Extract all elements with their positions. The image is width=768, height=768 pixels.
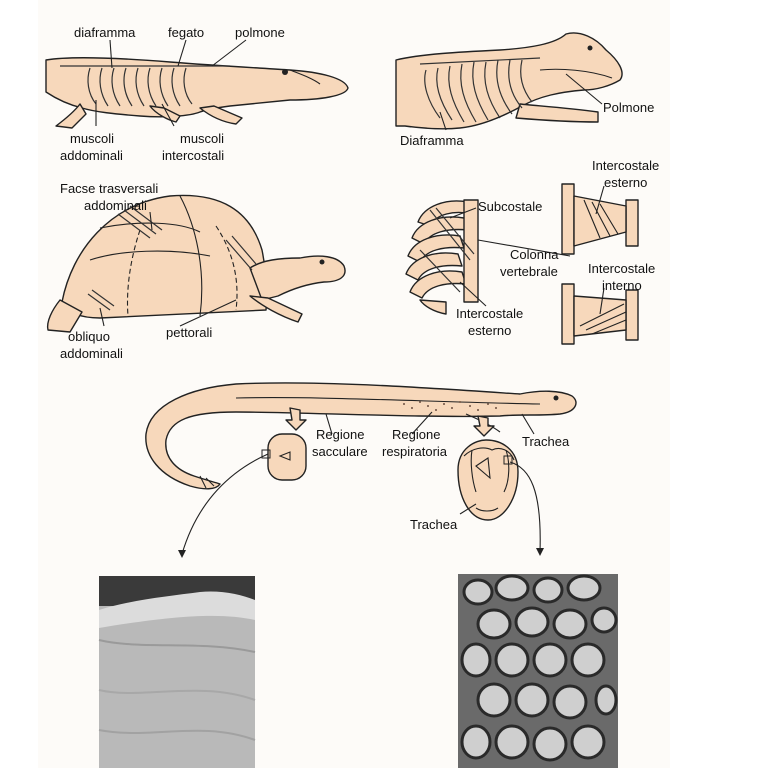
label-diaframma: diaframma [74,25,136,40]
micrograph-saccular [98,576,256,768]
label-regione-respiratoria-1: Regione [392,427,440,442]
label-intercostale-esterno-top-2: esterno [604,175,647,190]
label-obliquo-1: obliquo [68,329,110,344]
ribcage-leader-lines [449,185,605,315]
crocodile-illustration [45,57,349,129]
label-muscoli-addominali-2: addominali [60,148,123,163]
label-intercostale-esterno-bottom-1: Intercostale [456,306,523,321]
micrograph-respiratory [458,574,618,768]
label-obliquo-2: addominali [60,346,123,361]
label-muscoli-intercostali-2: intercostali [162,148,224,163]
label-colonna-1: Colonna [510,247,559,262]
label-intercostale-esterno-top-1: Intercostale [592,158,659,173]
label-pettorali: pettorali [166,325,212,340]
label-regione-sacculare-1: Regione [316,427,364,442]
label-facse-trasversali-1: Facse trasversali [60,181,158,196]
crocodile-leader-lines [95,39,247,127]
label-regione-respiratoria-2: respiratoria [382,444,448,459]
label-colonna-2: vertebrale [500,264,558,279]
label-diaframma-mammal: Diaframma [400,133,464,148]
zoom-marker-left [261,449,271,459]
arrowhead-right [536,548,544,556]
label-trachea-bottom: Trachea [410,517,458,532]
label-polmone-mammal: Polmone [603,100,654,115]
label-muscoli-addominali-1: muscoli [70,131,114,146]
label-muscoli-intercostali-1: muscoli [180,131,224,146]
turtle-illustration [46,194,346,333]
label-intercostale-interno-2: interno [602,278,642,293]
label-facse-trasversali-2: addominali [84,198,147,213]
mammal-leader-lines [439,73,603,131]
label-subcostale: Subcostale [478,199,542,214]
label-polmone-crocodile: polmone [235,25,285,40]
label-intercostale-esterno-bottom-2: esterno [468,323,511,338]
label-trachea-right: Trachea [522,434,570,449]
arrowhead-left [178,550,186,558]
label-fegato: fegato [168,25,204,40]
mammal-illustration [395,32,623,130]
label-regione-sacculare-2: sacculare [312,444,368,459]
zoom-marker-right [503,455,513,465]
snake-leader-lines [181,411,541,555]
turtle-leader-lines [99,211,237,327]
label-intercostale-interno-1: Intercostale [588,261,655,276]
ribcage-illustration [405,183,639,345]
snake-illustration [145,382,577,521]
